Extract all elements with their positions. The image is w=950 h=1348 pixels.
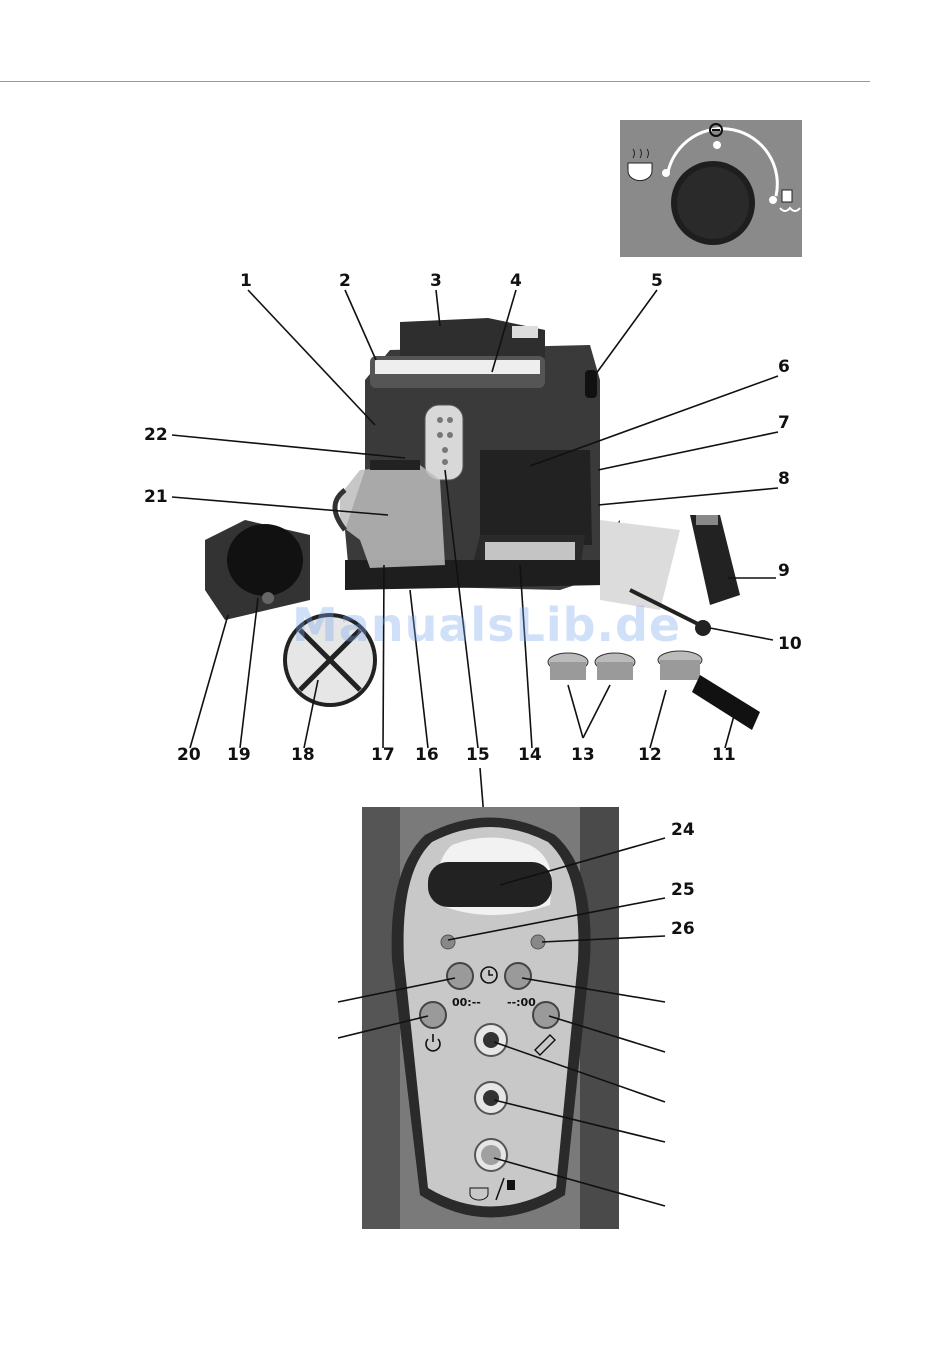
callout-11: 11 xyxy=(712,745,736,765)
callout-5: 5 xyxy=(651,271,663,291)
callout-2: 2 xyxy=(339,271,351,291)
callout-17: 17 xyxy=(371,745,395,765)
callout-9: 9 xyxy=(778,561,790,581)
control-panel-closeup: 00:-- --:00 xyxy=(362,807,619,1229)
callout-19: 19 xyxy=(227,745,251,765)
callout-7: 7 xyxy=(778,413,790,433)
callout-22: 22 xyxy=(144,425,168,445)
callout-1: 1 xyxy=(240,271,252,291)
callout-15: 15 xyxy=(466,745,490,765)
minutes-label: --:00 xyxy=(507,996,536,1009)
callout-4: 4 xyxy=(510,271,522,291)
callout-25: 25 xyxy=(671,880,695,900)
callout-14: 14 xyxy=(518,745,542,765)
callout-26: 26 xyxy=(671,919,695,939)
watermark: ManualsLib.de xyxy=(292,598,681,652)
callout-18: 18 xyxy=(291,745,315,765)
callout-10: 10 xyxy=(778,634,802,654)
selector-dial-inset xyxy=(620,120,802,257)
callout-21: 21 xyxy=(144,487,168,507)
callout-16: 16 xyxy=(415,745,439,765)
callout-12: 12 xyxy=(638,745,662,765)
callout-20: 20 xyxy=(177,745,201,765)
hours-label: 00:-- xyxy=(452,996,481,1009)
callout-6: 6 xyxy=(778,357,790,377)
callout-3: 3 xyxy=(430,271,442,291)
callout-8: 8 xyxy=(778,469,790,489)
callout-24: 24 xyxy=(671,820,695,840)
callout-13: 13 xyxy=(571,745,595,765)
